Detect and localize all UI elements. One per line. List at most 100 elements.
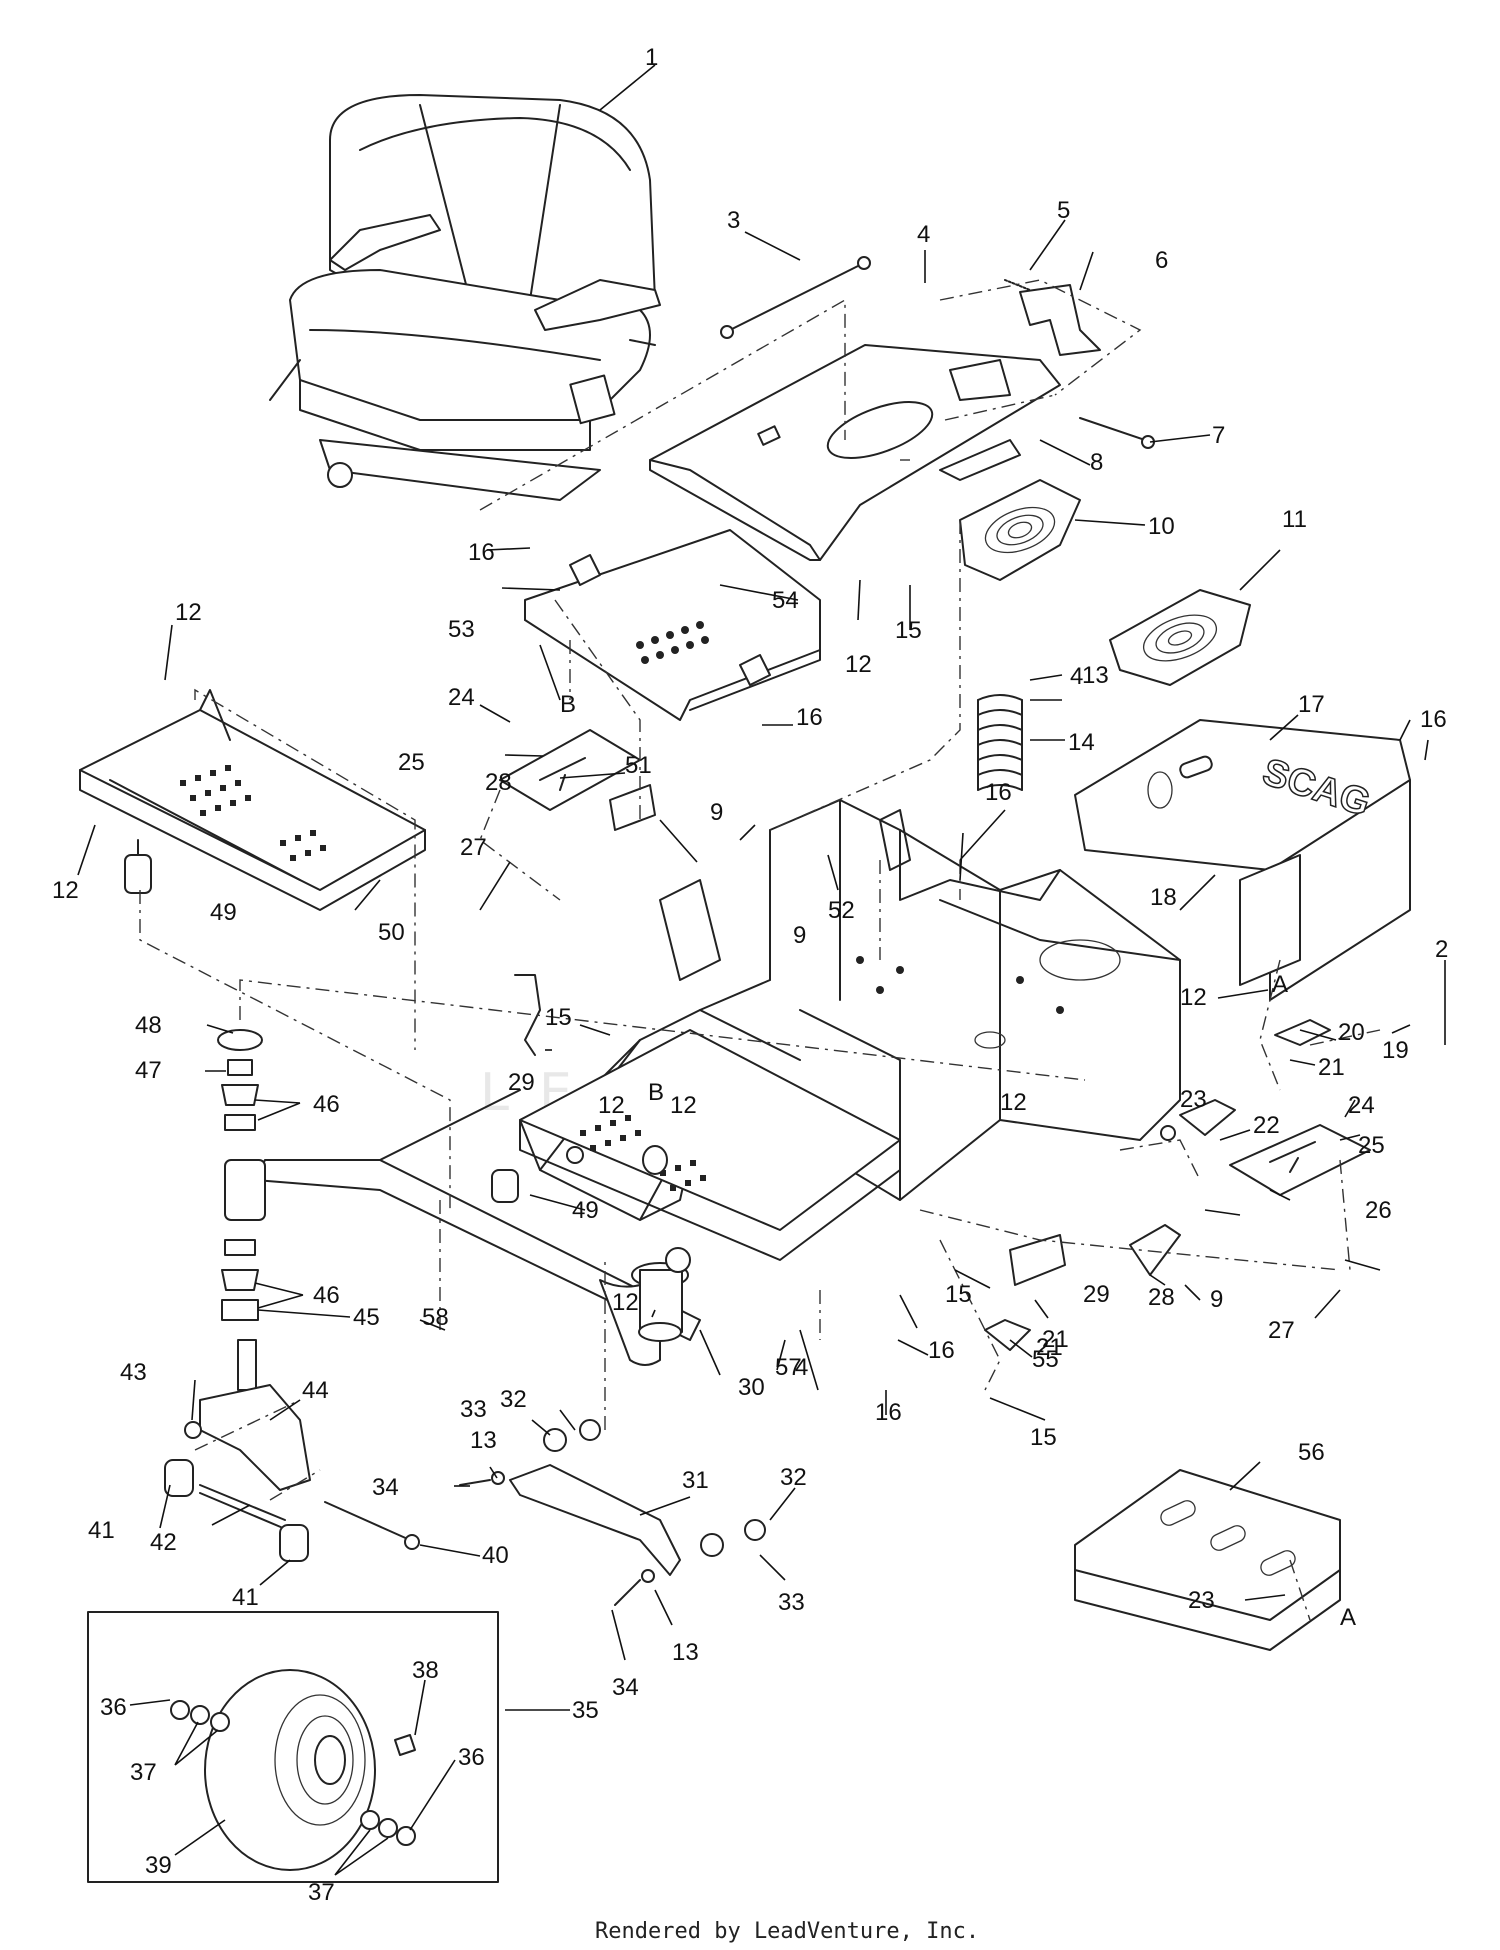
callout-label: 29 <box>1083 1281 1110 1308</box>
callout-label: 27 <box>1268 1317 1295 1344</box>
callout-label: 56 <box>1298 1439 1325 1466</box>
callout-label: 11 <box>1282 506 1307 533</box>
callout-label: 20 <box>1338 1019 1365 1046</box>
callout-label: 37 <box>130 1759 157 1786</box>
plate-10 <box>959 479 1081 581</box>
callout-labels: 1 2 3 4 4 4 5 6 7 8 9 9 9 10 11 12 12 12… <box>52 44 1448 1906</box>
bracket-28-upper <box>609 784 656 831</box>
isolator-49-left <box>124 839 152 894</box>
callout-label: 16 <box>985 779 1012 806</box>
callout-label: 12 <box>845 651 872 678</box>
callout-label: 8 <box>1090 449 1103 476</box>
plate-53 <box>524 529 821 721</box>
callout-label: 24 <box>448 684 475 711</box>
callout-label: A <box>1272 971 1288 998</box>
callout-label: 17 <box>1298 691 1325 718</box>
callout-label: 16 <box>875 1399 902 1426</box>
callout-label: 23 <box>1180 1086 1207 1113</box>
assembly-lines <box>139 279 1381 1621</box>
callout-label: 25 <box>398 749 425 776</box>
bracket-22 <box>1160 1099 1236 1141</box>
callout-label: 45 <box>353 1304 380 1331</box>
callout-label: 32 <box>780 1464 807 1491</box>
callout-label: 4 <box>1070 663 1083 690</box>
callout-label: 36 <box>100 1694 127 1721</box>
callout-label: 26 <box>1365 1197 1392 1224</box>
callout-label: 44 <box>302 1377 329 1404</box>
callout-label: 50 <box>378 919 405 946</box>
callout-label: 37 <box>308 1879 335 1906</box>
latch-parts <box>949 279 1101 401</box>
callout-label: B <box>648 1079 664 1106</box>
callout-label: 57 <box>775 1354 802 1381</box>
callout-label: 43 <box>120 1359 147 1386</box>
callout-label: 21 <box>1042 1326 1069 1353</box>
callout-label: 1 <box>645 44 658 71</box>
caster-assembly <box>184 1029 311 1491</box>
callout-label: 58 <box>422 1304 449 1331</box>
callout-label: 28 <box>1148 1284 1175 1311</box>
callout-label: A <box>1340 1604 1356 1631</box>
callout-label: 24 <box>1348 1092 1375 1119</box>
callout-label: 19 <box>1382 1037 1409 1064</box>
plate-11 <box>1109 589 1251 686</box>
callout-label: 16 <box>796 704 823 731</box>
callout-label: 18 <box>1150 884 1177 911</box>
callout-label: 48 <box>135 1012 162 1039</box>
callout-label: 47 <box>135 1057 162 1084</box>
callout-label: 53 <box>448 616 475 643</box>
callout-label: 16 <box>468 539 495 566</box>
callout-label: 12 <box>670 1092 697 1119</box>
callout-label: 12 <box>52 877 79 904</box>
callout-label: 12 <box>175 599 202 626</box>
bracket-28-lower <box>1129 1224 1181 1276</box>
callout-label: 35 <box>572 1697 599 1724</box>
callout-label: 15 <box>545 1004 572 1031</box>
callout-label: 46 <box>313 1282 340 1309</box>
callout-label: 38 <box>412 1657 439 1684</box>
bolt-7 <box>1079 417 1155 449</box>
callout-label: 41 <box>232 1584 259 1611</box>
leader-lines <box>77 64 1446 1876</box>
callout-label: 23 <box>1188 1587 1215 1614</box>
bracket-20 <box>1274 1019 1331 1046</box>
callout-label: 9 <box>710 799 723 826</box>
callout-label: 13 <box>470 1427 497 1454</box>
callout-label: 15 <box>895 617 922 644</box>
seat-plate-part <box>649 344 1061 561</box>
spring-14 <box>977 694 1023 791</box>
callout-label: 3 <box>727 207 740 234</box>
cable-part <box>720 256 871 339</box>
callout-label: 15 <box>1030 1424 1057 1451</box>
callout-label: 16 <box>1420 706 1447 733</box>
callout-label: 13 <box>672 1639 699 1666</box>
callout-label: 30 <box>738 1374 765 1401</box>
callout-label: 29 <box>508 1069 535 1096</box>
callout-label: 14 <box>1068 729 1095 756</box>
caster-axle <box>164 1459 420 1562</box>
shield-56 <box>1074 1469 1341 1651</box>
callout-label: 54 <box>772 587 799 614</box>
callout-label: 13 <box>1082 662 1109 689</box>
callout-label: 42 <box>150 1529 177 1556</box>
callout-label: 12 <box>598 1092 625 1119</box>
arm-31 <box>459 1419 766 1606</box>
bracket-29-left <box>514 974 541 1056</box>
callout-label: 22 <box>1253 1112 1280 1139</box>
seat-assembly <box>269 94 661 501</box>
callout-label: 40 <box>482 1542 509 1569</box>
callout-label: B <box>560 691 576 718</box>
callout-label: 16 <box>928 1337 955 1364</box>
callout-label: 12 <box>1180 984 1207 1011</box>
callout-label: 7 <box>1212 422 1225 449</box>
callout-label: 32 <box>500 1386 527 1413</box>
callout-label: 51 <box>625 752 652 779</box>
callout-label: 15 <box>945 1281 972 1308</box>
footplate-50 <box>79 689 426 911</box>
front-tray <box>519 1029 901 1261</box>
callout-label: 12 <box>1000 1089 1027 1116</box>
callout-label: 55 <box>1032 1346 1059 1373</box>
callout-label: 46 <box>313 1091 340 1118</box>
footer-credit: Rendered by LeadVenture, Inc. <box>595 1919 979 1944</box>
